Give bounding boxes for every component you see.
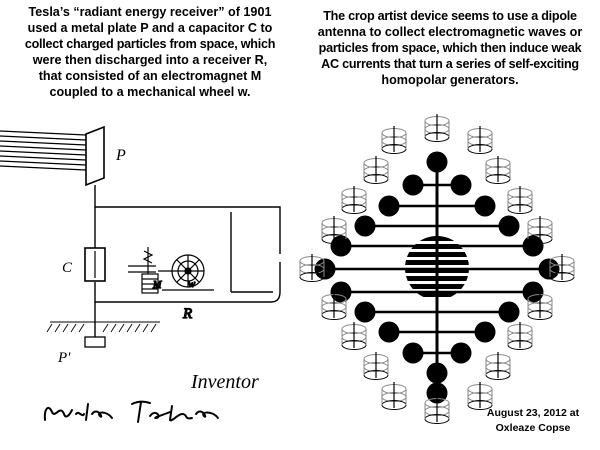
caption-line: coupled to a mechanical wheel w. <box>49 85 251 99</box>
antenna-row <box>426 151 448 173</box>
capacitor-label: C <box>62 260 73 276</box>
caption-line: particles from space, which then induce … <box>318 41 582 55</box>
homopolar-generator <box>424 114 450 142</box>
caption-line: antenna to collect electromagnetic waves… <box>317 25 583 39</box>
metal-plate-p: P <box>85 125 126 200</box>
caption-line: AC currents that turn a series of self-e… <box>321 57 579 71</box>
homopolar-generator <box>321 216 347 244</box>
caption-line: Oxleaze Copse <box>495 422 571 434</box>
inventor-label: Inventor <box>190 371 259 393</box>
caption-line: Tesla’s “radiant energy receiver” of 190… <box>28 5 272 19</box>
homopolar-generator <box>507 322 533 350</box>
antenna-row <box>378 195 496 217</box>
caption-line: homopolar generators. <box>381 73 519 87</box>
homopolar-generator <box>527 292 553 320</box>
ground-plate-label: P' <box>57 350 71 366</box>
magnet-label: M <box>152 280 162 291</box>
homopolar-generator <box>485 156 511 184</box>
caption-line: collect charged particles from space, wh… <box>24 37 276 51</box>
homopolar-generator <box>341 322 367 350</box>
caption-line: The crop artist device seems to use a di… <box>323 9 577 23</box>
plate-label: P <box>115 147 126 164</box>
antenna-row <box>402 174 472 196</box>
tesla-receiver-caption: Tesla’s “radiant energy receiver” of 190… <box>2 4 298 100</box>
circuit-wires <box>94 200 281 337</box>
caption-line: that consisted of an electromagnet M <box>38 69 262 83</box>
homopolar-generator <box>467 382 493 410</box>
antenna-row <box>426 362 448 384</box>
antenna-row <box>378 321 496 343</box>
homopolar-generator <box>381 126 407 154</box>
antenna-row <box>354 301 520 323</box>
homopolar-generator <box>507 186 533 214</box>
ground-connection: P' <box>46 321 160 366</box>
homopolar-generator <box>363 352 389 380</box>
incoming-rays <box>0 130 87 171</box>
receiver-label: R <box>182 306 192 322</box>
homopolar-generator <box>424 396 450 424</box>
wheel-label: w <box>188 278 196 290</box>
homopolar-generator <box>549 254 575 282</box>
crop-formation-caption: The crop artist device seems to use a di… <box>302 8 598 88</box>
antenna-row <box>314 258 560 280</box>
antenna-row <box>330 281 544 303</box>
caption-line: were then discharged into a receiver R, <box>32 53 268 67</box>
antenna-row <box>402 342 472 364</box>
homopolar-generator <box>527 216 553 244</box>
homopolar-generator <box>341 186 367 214</box>
homopolar-generator <box>467 126 493 154</box>
date-location-caption: August 23, 2012 at Oxleaze Copse <box>470 406 596 436</box>
caption-line: August 23, 2012 at <box>486 407 580 419</box>
homopolar-generator <box>299 254 325 282</box>
homopolar-generator <box>321 292 347 320</box>
homopolar-generator <box>381 382 407 410</box>
antenna-row <box>426 382 448 404</box>
antenna-row <box>330 235 544 257</box>
caption-line: used a metal plate P and a capacitor C t… <box>27 21 273 35</box>
homopolar-generator <box>363 156 389 184</box>
signature <box>43 400 219 423</box>
antenna-row <box>354 215 520 237</box>
receiver-r: M w R <box>128 247 214 323</box>
homopolar-generator <box>485 352 511 380</box>
capacitor-c: C <box>62 247 106 282</box>
